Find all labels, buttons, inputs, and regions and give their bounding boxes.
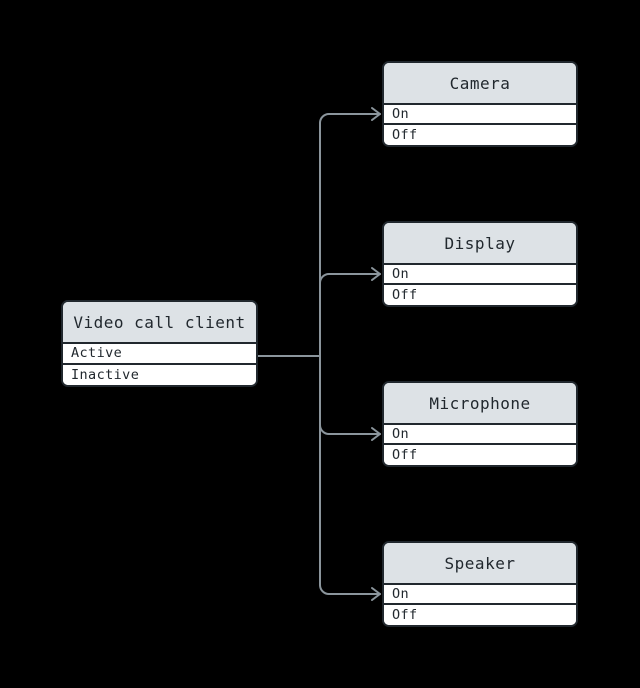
node-state-row-display-on[interactable]: On bbox=[384, 265, 576, 285]
node-state-row-microphone-off[interactable]: Off bbox=[384, 445, 576, 465]
arrowhead-microphone bbox=[371, 427, 381, 441]
node-title-video-call-client: Video call client bbox=[63, 302, 256, 344]
node-state-row-speaker-off[interactable]: Off bbox=[384, 605, 576, 625]
connector-branch-camera bbox=[319, 113, 381, 124]
node-title-display: Display bbox=[384, 223, 576, 265]
node-state-row-camera-off[interactable]: Off bbox=[384, 125, 576, 145]
arrowhead-speaker bbox=[371, 587, 381, 601]
connector-branch-microphone bbox=[319, 424, 381, 435]
node-state-row-display-off[interactable]: Off bbox=[384, 285, 576, 305]
node-state-row-microphone-on[interactable]: On bbox=[384, 425, 576, 445]
node-state-row-speaker-on[interactable]: On bbox=[384, 585, 576, 605]
node-state-row-camera-on[interactable]: On bbox=[384, 105, 576, 125]
arrowhead-camera bbox=[371, 107, 381, 121]
connector-branch-speaker bbox=[319, 584, 381, 595]
node-title-camera: Camera bbox=[384, 63, 576, 105]
connector-branch-display bbox=[319, 273, 381, 284]
arrowhead-display bbox=[371, 267, 381, 281]
node-state-row-video-call-client-active[interactable]: Active bbox=[63, 344, 256, 365]
node-title-microphone: Microphone bbox=[384, 383, 576, 425]
node-state-row-video-call-client-inactive[interactable]: Inactive bbox=[63, 364, 256, 385]
node-title-speaker: Speaker bbox=[384, 543, 576, 585]
